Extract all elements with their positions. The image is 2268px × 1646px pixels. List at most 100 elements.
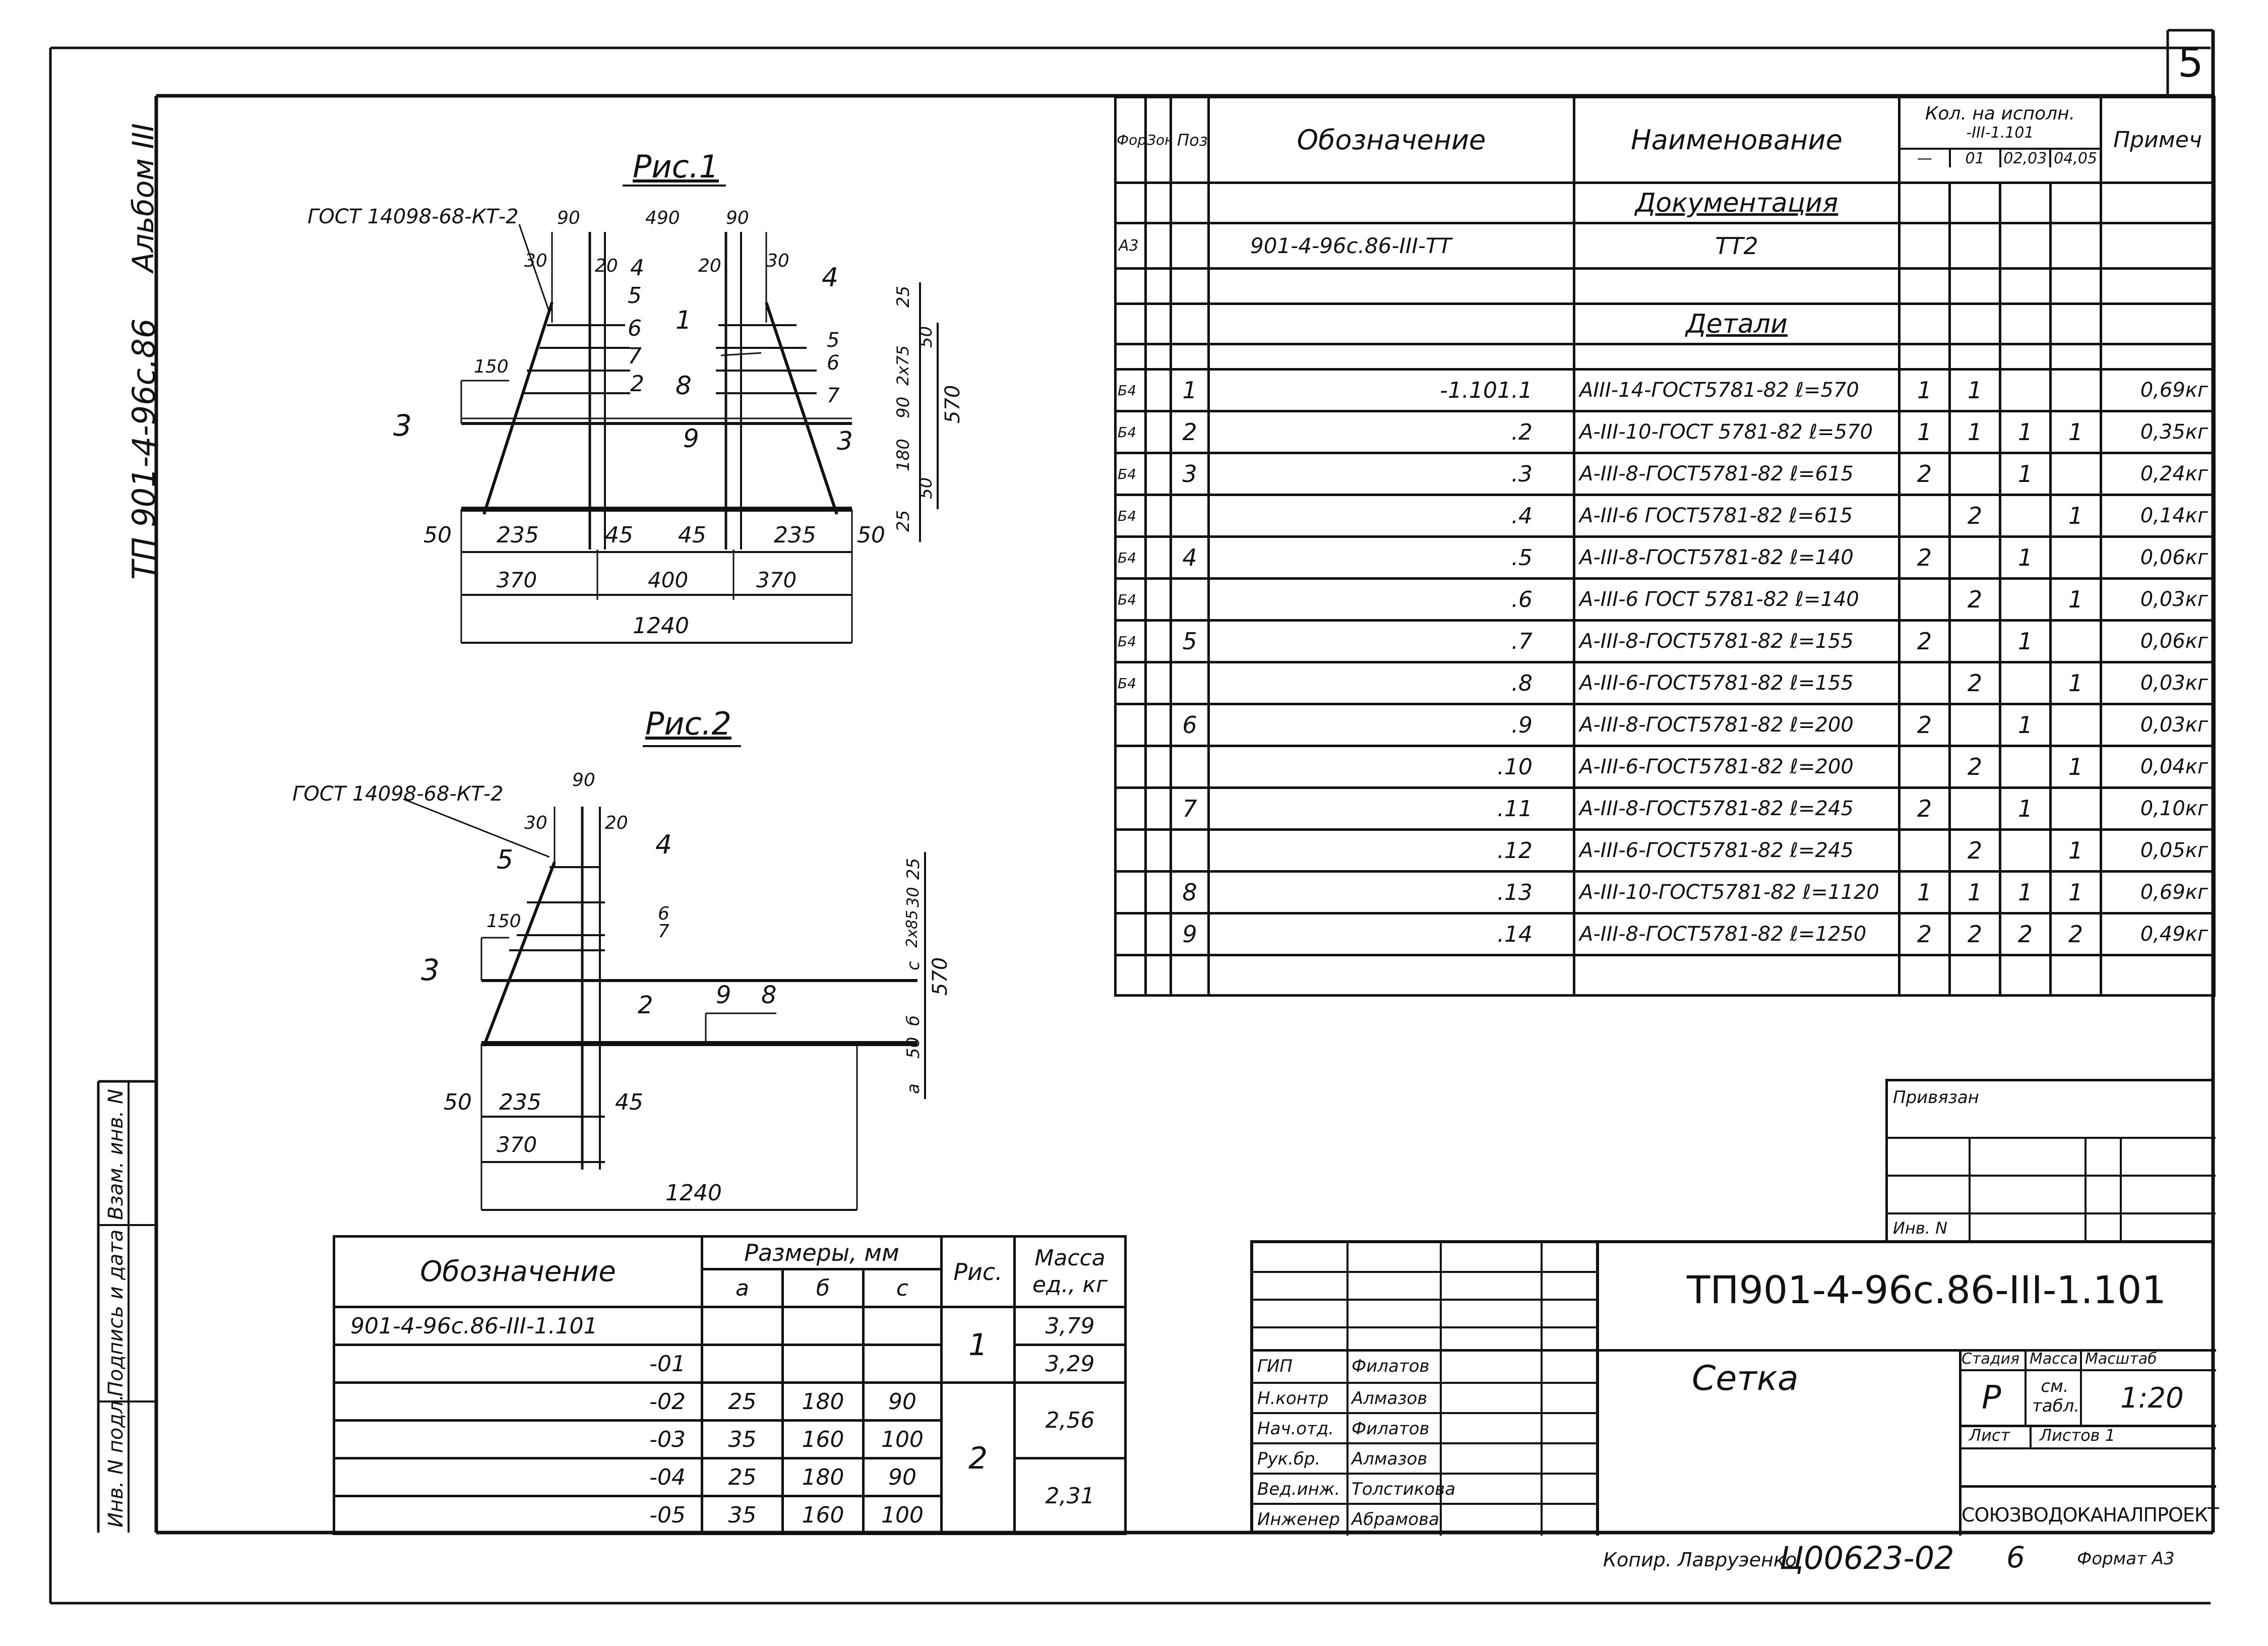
- privyazan-label: Привязан: [1893, 1087, 1979, 1108]
- dims-row-1-a: [701, 1344, 784, 1384]
- spec-row-pos: [1170, 494, 1210, 538]
- spec-row-name: А-III-6-ГОСТ5781-82 ℓ=200: [1573, 745, 1901, 789]
- spec-row-pos: 1: [1170, 368, 1210, 412]
- spec-row-format: [1114, 870, 1147, 915]
- spec-row-zone: [1144, 368, 1172, 412]
- fig1-dim-top-2: 90: [726, 208, 749, 228]
- stamp-sheet-h: Лист: [1969, 1426, 2010, 1445]
- spec-row-note: 0,05кг: [2100, 828, 2216, 873]
- spec-row-designation: .9: [1207, 703, 1575, 747]
- spec-row-q-2: 1: [1999, 870, 2052, 915]
- spec-row-designation: .14: [1207, 912, 1575, 956]
- stamp-org: СОЮЗВОДОКАНАЛПРОЕКТ: [1961, 1504, 2219, 1526]
- spec-row-format: [1114, 703, 1147, 747]
- dims-row-3-designation: -03: [333, 1419, 703, 1459]
- dims-row-1: -01 3,29: [333, 1344, 1127, 1384]
- spec-row-pos: 2: [1170, 410, 1210, 454]
- spec-row-zone: [1144, 786, 1172, 831]
- dims-row-4-b: 180: [781, 1457, 865, 1497]
- fig2-pos-7: 7: [658, 921, 669, 942]
- stamp-person-name: Филатов: [1352, 1356, 1430, 1376]
- fig2-pos-3: 3: [421, 953, 440, 987]
- spec-row-designation: .8: [1207, 661, 1575, 705]
- spec-h-name: Наименование: [1573, 96, 1901, 184]
- spec-row-format: [1114, 745, 1147, 789]
- spec-row-note: 0,69кг: [2100, 870, 2216, 915]
- spec-row-name: А-III-6-ГОСТ5781-82 ℓ=155: [1573, 661, 1901, 705]
- spec-row-q-0: 2: [1898, 619, 1951, 663]
- spec-row-q-3: 1: [2049, 410, 2102, 454]
- spec-row-q-2: 2: [1999, 912, 2052, 956]
- fig1-pos-8: 8: [676, 371, 692, 400]
- spec-h-format: Формат: [1114, 96, 1147, 184]
- spec-row-q-1: 2: [1948, 745, 2001, 789]
- stamp-sheets-h: Листов 1: [2040, 1426, 2116, 1445]
- dims-row-0-designation: 901-4-96с.86-III-1.101: [333, 1306, 703, 1346]
- stamp-person-row: Нач.отд.Филатов: [1253, 1412, 1596, 1444]
- spec-row-zone: [1144, 661, 1172, 705]
- spec-row-q-0: 1: [1898, 368, 1951, 412]
- spec-row-q-2: 1: [1999, 619, 2052, 663]
- dims-row-4-a: 25: [701, 1457, 784, 1497]
- fig1-bottom-dim-3: 45: [678, 522, 706, 548]
- dims-row-4-mass: 2,31: [1013, 1457, 1127, 1535]
- fig1-dim-top-1: 490: [645, 208, 680, 228]
- dims-row-1-c: [862, 1344, 943, 1384]
- spec-row-pos: 6: [1170, 703, 1210, 747]
- spec-row-q-1: [1948, 786, 2001, 831]
- spec-row-note: 0,04кг: [2100, 745, 2216, 789]
- stamp-person-row: Рук.бр.Алмазов: [1253, 1442, 1596, 1475]
- fig1-bottom-dim-0: 50: [423, 522, 452, 548]
- dims-row-2-b: 180: [781, 1381, 865, 1422]
- spec-row-note: 0,03кг: [2100, 661, 2216, 705]
- spec-row-q-1: [1948, 452, 2001, 496]
- fig2-right-dim-7: а: [903, 1083, 924, 1094]
- spec-row-pos: 5: [1170, 619, 1210, 663]
- spec-row-zone: [1144, 912, 1172, 956]
- fig1-pos-4b: 4: [822, 263, 839, 293]
- spec-row-q-2: 1: [1999, 786, 2052, 831]
- spec-row-name: А-III-8-ГОСТ5781-82 ℓ=1250: [1573, 912, 1901, 956]
- fig1-dim-small-1: 20: [595, 256, 618, 276]
- privyazan-box: Привязан Инв. N: [1885, 1079, 2216, 1243]
- fig1-bottom-dim-2: 45: [605, 522, 633, 548]
- dims-h-fig: Рис.: [940, 1235, 1016, 1308]
- spec-row-zone: [1144, 410, 1172, 454]
- spec-row-zone: [1144, 870, 1172, 915]
- spec-row-q-1: [1948, 535, 2001, 580]
- spec-row-name: А-III-6 ГОСТ 5781-82 ℓ=140: [1573, 577, 1901, 622]
- spec-row-pos: 9: [1170, 912, 1210, 956]
- spec-row-q-1: 1: [1948, 410, 2001, 454]
- fig2-dim-top-2: 20: [605, 813, 628, 833]
- fig1-bottom-dim2-2: 370: [756, 568, 797, 592]
- album-label: Альбом III: [126, 123, 160, 272]
- spec-h-col-3: 04,05: [2054, 150, 2098, 167]
- footer-copied: Копир. Лавруэенко: [1603, 1549, 1797, 1571]
- spec-row-q-3: [2049, 619, 2102, 663]
- fig2-right-dim-3: с: [903, 961, 924, 970]
- spec-row-format: [1114, 912, 1147, 956]
- dims-row-2-mass: 2,56: [1013, 1381, 1127, 1459]
- spec-h-qty-sub: -III-1.101: [1966, 124, 2034, 142]
- spec-h-designation: Обозначение: [1207, 96, 1575, 184]
- fig1-pos-1: 1: [676, 306, 692, 335]
- stamp-person-role: Вед.инж.: [1257, 1479, 1340, 1499]
- spec-row-q-1: 2: [1948, 912, 2001, 956]
- spec-row-zone: [1144, 745, 1172, 789]
- spec-row-zone: [1144, 828, 1172, 873]
- fig1-dim-small-0: 30: [524, 251, 547, 271]
- spec-row-q-1: 2: [1948, 828, 2001, 873]
- fig1-pos-7b: 7: [827, 384, 840, 407]
- fig1-dim-150: 150: [474, 356, 509, 377]
- fig2-right-dim-5: б: [903, 1015, 924, 1026]
- dims-row-2: -02 25 180 90 2 2,56: [333, 1381, 1127, 1535]
- spec-row-q-1: 2: [1948, 494, 2001, 538]
- spec-doc-designation: 901-4-96с.86-III-ТТ: [1207, 222, 1575, 270]
